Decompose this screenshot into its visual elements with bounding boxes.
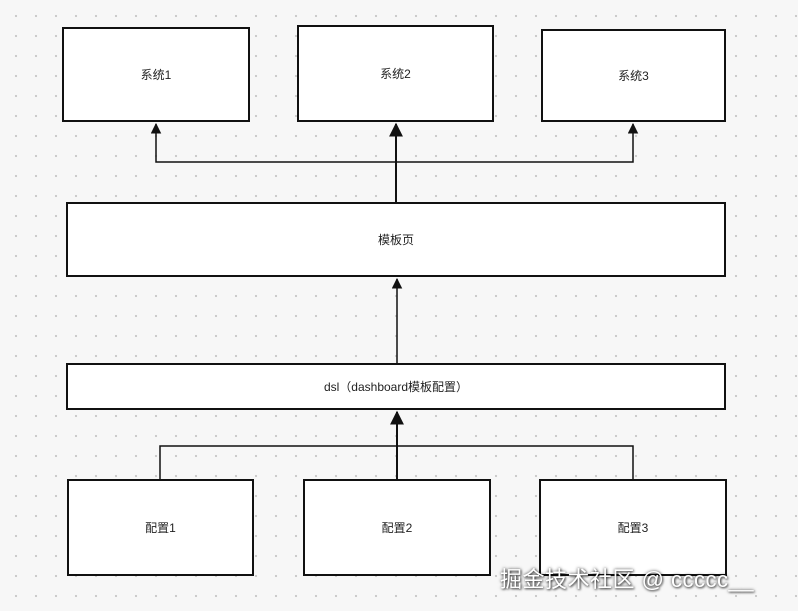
connector-config1-to-dsl — [159, 445, 397, 479]
config-2-node[interactable]: 配置2 — [303, 479, 491, 576]
connector-config3-to-dsl — [397, 445, 634, 479]
config-2-label: 配置2 — [381, 521, 413, 535]
template-page-label: 模板页 — [377, 233, 414, 247]
template-page-node[interactable]: 模板页 — [66, 202, 726, 277]
system-2-label: 系统2 — [380, 67, 411, 81]
system-3-label: 系统3 — [618, 69, 649, 83]
connector-template-to-system3 — [396, 122, 639, 163]
connector-template-to-system1 — [150, 122, 396, 163]
system-1-label: 系统1 — [140, 68, 172, 82]
watermark: 掘金技术社区 @ ccccc__ — [500, 567, 755, 592]
dsl-node[interactable]: dsl（dashboard模板配置） — [66, 363, 726, 410]
config-3-node[interactable]: 配置3 — [539, 479, 727, 576]
config-1-node[interactable]: 配置1 — [67, 479, 254, 576]
dsl-label: dsl（dashboard模板配置） — [323, 380, 469, 394]
system-3-node[interactable]: 系统3 — [541, 29, 726, 122]
system-1-node[interactable]: 系统1 — [62, 27, 250, 122]
config-3-label: 配置3 — [617, 521, 649, 535]
system-2-node[interactable]: 系统2 — [297, 25, 494, 122]
config-1-label: 配置1 — [145, 521, 176, 535]
